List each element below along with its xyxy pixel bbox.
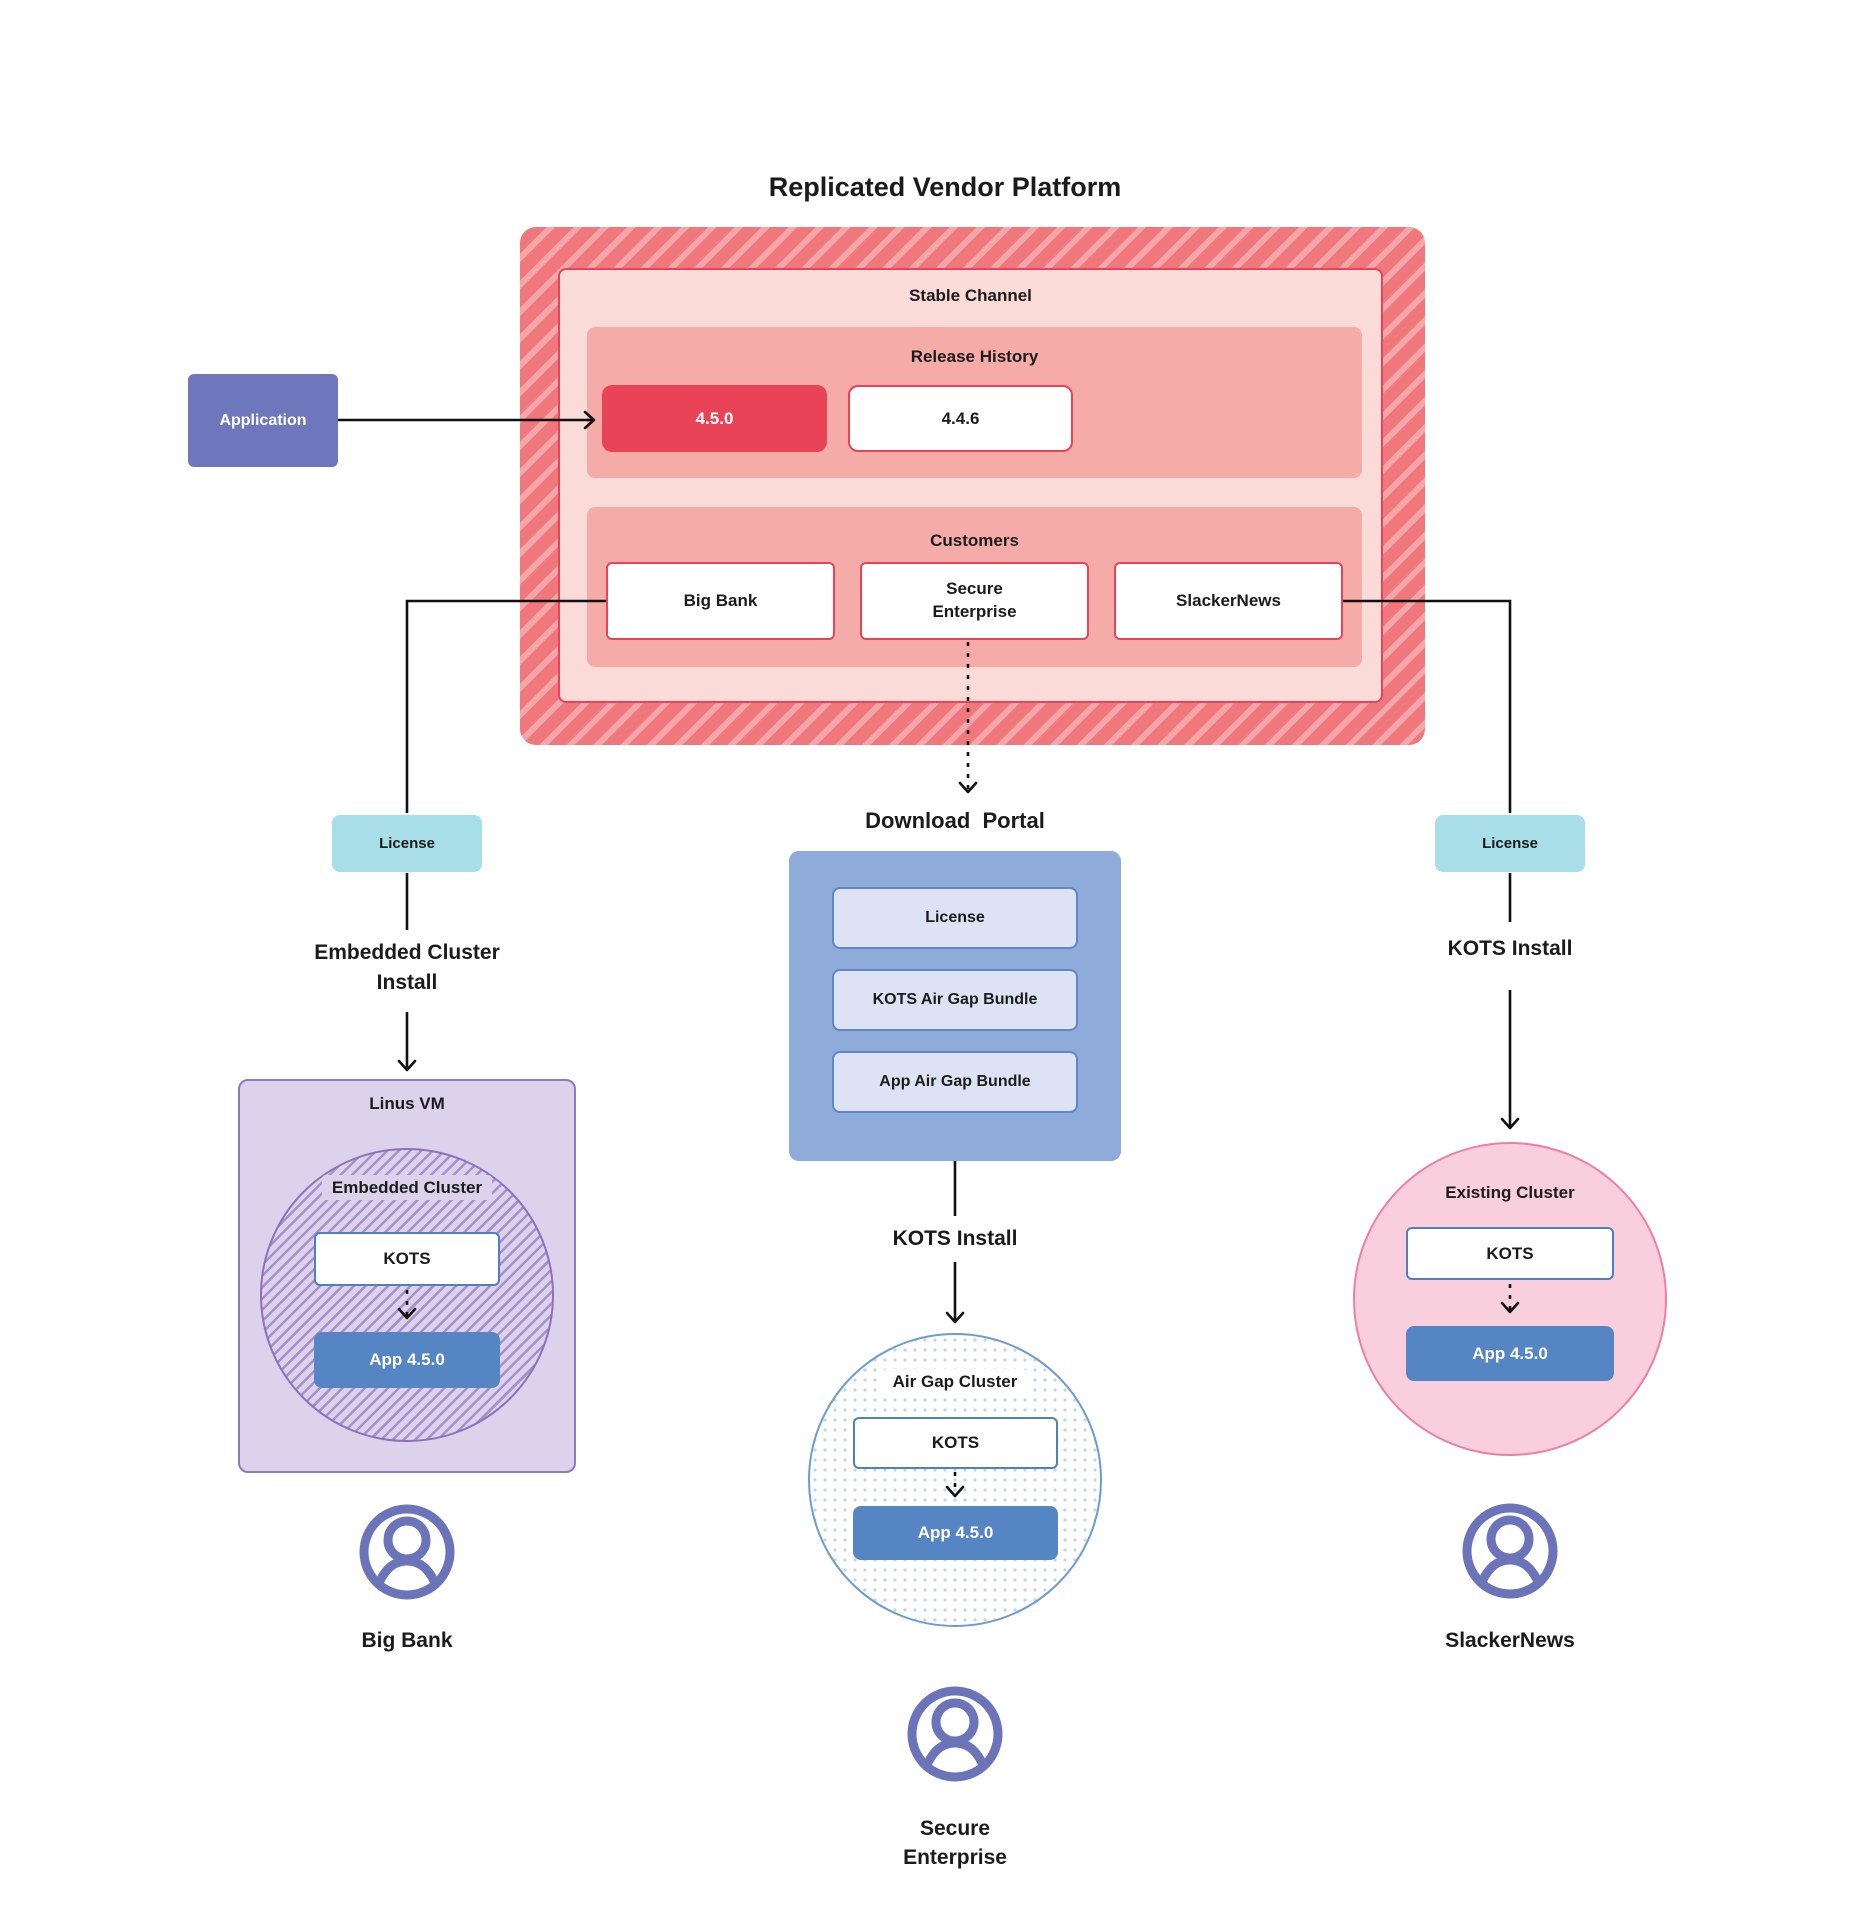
air-gap-cluster-label: Air Gap Cluster [805, 1369, 1105, 1394]
license-chip-right: License [1435, 815, 1585, 872]
kots-box-right: KOTS [1406, 1227, 1614, 1280]
user-label-secure-enterprise: Secure Enterprise [805, 1814, 1105, 1872]
caption-line: Enterprise [903, 1846, 1007, 1869]
caption-line: Embedded Cluster [314, 941, 500, 964]
portal-item-kots-airgap-bundle: KOTS Air Gap Bundle [832, 969, 1078, 1031]
release-4-5-0: 4.5.0 [602, 385, 827, 452]
customer-slackernews: SlackerNews [1114, 562, 1343, 640]
app-box-middle: App 4.5.0 [853, 1506, 1058, 1560]
kots-box-left: KOTS [314, 1232, 500, 1286]
diagram-title: Replicated Vendor Platform [768, 172, 1122, 202]
stable-channel-label: Stable Channel [909, 286, 1032, 305]
user-icon [1462, 1503, 1558, 1599]
caption-line: Install [376, 971, 438, 994]
portal-item-license: License [832, 887, 1078, 949]
application-box: Application [188, 374, 338, 467]
linus-vm-label: Linus VM [369, 1094, 445, 1113]
user-icon [359, 1504, 455, 1600]
embedded-cluster-label: Embedded Cluster [257, 1175, 557, 1200]
customer-label: SlackerNews [1176, 590, 1281, 610]
customers-label: Customers [930, 531, 1019, 550]
release-4-4-6: 4.4.6 [848, 385, 1073, 452]
caption-line: Secure [919, 1817, 991, 1840]
release-history-label: Release History [910, 347, 1039, 366]
user-label-big-bank: Big Bank [361, 1629, 453, 1652]
user-label-slackernews: SlackerNews [1445, 1629, 1575, 1652]
app-box-right: App 4.5.0 [1406, 1326, 1614, 1381]
customer-label: Big Bank [683, 590, 758, 610]
customer-label: Secure Enterprise [932, 579, 1017, 621]
kots-box-middle: KOTS [853, 1417, 1058, 1469]
license-chip-left: License [332, 815, 482, 872]
embedded-cluster-install-caption: Embedded Cluster Install [257, 938, 557, 998]
app-box-left: App 4.5.0 [314, 1332, 500, 1388]
customer-big-bank: Big Bank [606, 562, 835, 640]
kots-install-caption-right: KOTS Install [1447, 937, 1573, 960]
portal-item-app-airgap-bundle: App Air Gap Bundle [832, 1051, 1078, 1113]
user-icon [907, 1686, 1003, 1782]
customer-secure-enterprise: Secure Enterprise [860, 562, 1089, 640]
existing-cluster-label: Existing Cluster [1445, 1183, 1575, 1202]
download-portal-title: Download Portal [865, 808, 1045, 833]
kots-install-caption-middle: KOTS Install [892, 1227, 1018, 1250]
application-label: Application [219, 411, 307, 429]
